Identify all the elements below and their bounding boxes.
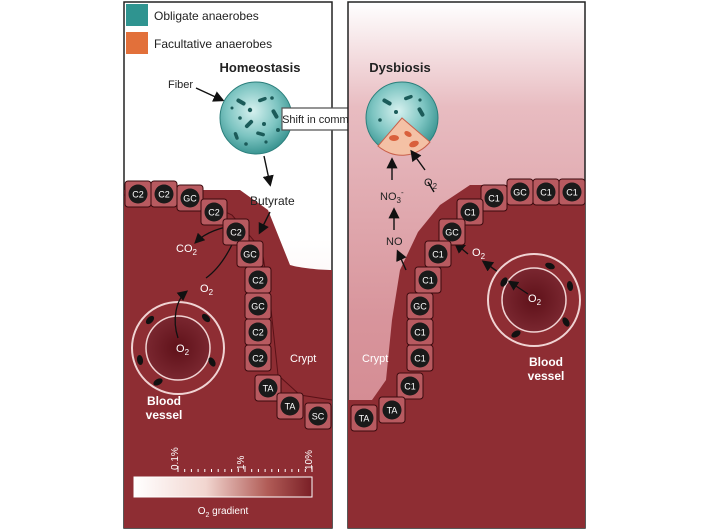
cell-label: C2: [132, 190, 144, 200]
epithelial-cell-left-2: GC: [176, 184, 204, 212]
cell-label: C1: [422, 276, 434, 286]
epithelial-cell-left-12: SC: [304, 402, 332, 430]
butyrate-label: Butyrate: [250, 194, 295, 208]
cell-label: C1: [414, 328, 426, 338]
epithelial-cell-left-6: C2: [244, 266, 272, 294]
cell-label: C2: [252, 276, 264, 286]
no3-label: NO3-: [380, 188, 404, 205]
blood-vessel-label-left-2: vessel: [146, 408, 183, 422]
cell-label: C2: [230, 228, 242, 238]
crypt-label-left: Crypt: [290, 353, 316, 365]
cell-label: TA: [263, 384, 274, 394]
epithelial-cell-right-12: TA: [378, 396, 406, 424]
cell-label: C1: [488, 194, 500, 204]
epithelial-cell-right-11: C1: [396, 372, 424, 400]
epithelial-cell-left-3: C2: [200, 198, 228, 226]
epithelial-cell-left-7: GC: [244, 292, 272, 320]
blood-vessel-label-left-1: Blood: [147, 394, 181, 408]
cell-label: GC: [445, 228, 459, 238]
dysbiosis-title: Dysbiosis: [369, 60, 430, 75]
legend-swatch-facultative: [126, 32, 148, 54]
o2-vessel-label-left: O2: [176, 343, 190, 357]
crypt-label-right: Crypt: [362, 353, 388, 365]
epithelial-cell-left-9: C2: [244, 344, 272, 372]
o2-label: O2: [200, 283, 214, 297]
obligate-anaerobes-community: [219, 81, 293, 155]
epithelial-cell-right-6: C1: [424, 240, 452, 268]
cell-label: SC: [312, 412, 325, 422]
tick-label-2: 10%: [304, 450, 315, 470]
cell-label: GC: [513, 188, 527, 198]
epithelial-cell-left-1: C2: [150, 180, 178, 208]
blood-vessel-right: O2: [487, 253, 581, 347]
cell-label: C1: [540, 188, 552, 198]
legend-label-facultative: Facultative anaerobes: [154, 37, 272, 51]
epithelial-cell-right-7: C1: [414, 266, 442, 294]
epithelial-cell-right-9: C1: [406, 318, 434, 346]
epithelial-cell-right-13: TA: [350, 404, 378, 432]
o2-gradient-label: O2 gradient: [198, 506, 249, 519]
cell-label: C1: [404, 382, 416, 392]
epithelial-cell-left-10: TA: [254, 374, 282, 402]
legend: Obligate anaerobes Facultative anaerobes: [126, 4, 272, 54]
co2-label: CO2: [176, 243, 198, 257]
epithelial-cell-left-4: C2: [222, 218, 250, 246]
cell-label: TA: [285, 402, 296, 412]
cell-label: C1: [432, 250, 444, 260]
o2-gradient-bar: [133, 476, 313, 498]
epithelial-cell-left-8: C2: [244, 318, 272, 346]
no-label: NO: [386, 236, 403, 248]
o2-vessel-label-right: O2: [528, 293, 542, 307]
cell-label: GC: [251, 302, 265, 312]
cell-label: TA: [387, 406, 398, 416]
blood-vessel-label-right-2: vessel: [528, 369, 565, 383]
tick-label-0: 0.1%: [170, 447, 181, 470]
cell-label: TA: [359, 414, 370, 424]
epithelial-cell-right-1: C1: [532, 178, 560, 206]
epithelial-cell-left-0: C2: [124, 180, 152, 208]
cell-label: C2: [208, 208, 220, 218]
cell-label: GC: [413, 302, 427, 312]
epithelial-cell-right-8: GC: [406, 292, 434, 320]
dysbiosis-community: [365, 81, 439, 156]
o2-mid-label: O2: [472, 247, 486, 261]
cell-label: C1: [414, 354, 426, 364]
cell-label: C1: [464, 208, 476, 218]
fiber-label: Fiber: [168, 79, 193, 91]
epithelial-cell-right-2: GC: [506, 178, 534, 206]
legend-swatch-obligate: [126, 4, 148, 26]
cell-label: C2: [158, 190, 170, 200]
cell-label: C2: [252, 328, 264, 338]
blood-vessel-left: O2: [131, 290, 225, 395]
cell-label: C2: [252, 354, 264, 364]
cell-label: GC: [183, 194, 197, 204]
o2-gradient-scale: 0.1% 1% 10% O2 gradient: [133, 447, 315, 519]
legend-label-obligate: Obligate anaerobes: [154, 9, 259, 23]
epithelial-cell-right-5: GC: [438, 218, 466, 246]
homeostasis-panel: [123, 1, 333, 529]
epithelial-cell-left-5: GC: [236, 240, 264, 268]
blood-vessel-label-right-1: Blood: [529, 355, 563, 369]
tissue-area: [124, 190, 332, 528]
epithelial-cell-right-0: C1: [558, 178, 586, 206]
cell-label: C1: [566, 188, 578, 198]
homeostasis-title: Homeostasis: [220, 60, 301, 75]
epithelial-cell-right-3: C1: [480, 184, 508, 212]
epithelial-cell-right-10: C1: [406, 344, 434, 372]
tick-label-1: 1%: [236, 455, 247, 470]
epithelial-cell-right-4: C1: [456, 198, 484, 226]
cell-label: GC: [243, 250, 257, 260]
epithelial-cell-left-11: TA: [276, 392, 304, 420]
